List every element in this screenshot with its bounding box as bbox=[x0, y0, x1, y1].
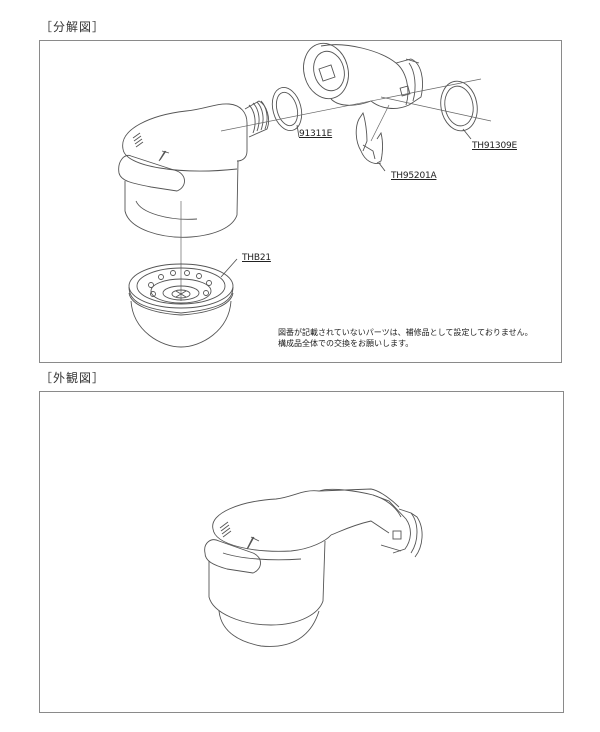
parts-note: 図番が記載されていないパーツは、補修品として設定しておりません。 構成品全体での… bbox=[278, 327, 533, 349]
o-ring-91311e bbox=[271, 86, 303, 138]
assembled-shower-head bbox=[204, 488, 423, 647]
exploded-diagram-drawing bbox=[118, 42, 492, 348]
o-ring-th91309e bbox=[440, 80, 478, 140]
part-label-th91309e[interactable]: TH91309E bbox=[472, 141, 517, 151]
external-diagram-drawing bbox=[204, 488, 423, 647]
exploded-view-frame: 91311E TH91309E TH95201A THB21 図番が記載されてい… bbox=[39, 40, 562, 363]
part-label-91311e[interactable]: 91311E bbox=[299, 129, 333, 139]
external-view-frame bbox=[39, 391, 564, 713]
elbow-connector bbox=[303, 42, 423, 109]
axis-lines bbox=[180, 78, 492, 301]
shower-head-body bbox=[118, 100, 270, 238]
exploded-view-title: ［分解図］ bbox=[40, 20, 106, 34]
clip-th95201a bbox=[355, 111, 386, 172]
parts-note-line1: 図番が記載されていないパーツは、補修品として設定しておりません。 bbox=[278, 328, 533, 337]
part-label-thb21[interactable]: THB21 bbox=[242, 253, 271, 263]
part-label-th95201a[interactable]: TH95201A bbox=[391, 171, 437, 181]
external-view-title: ［外観図］ bbox=[40, 371, 106, 385]
parts-note-line2: 構成品全体での交換をお願いします。 bbox=[278, 339, 414, 348]
cap-thb21 bbox=[128, 258, 238, 348]
